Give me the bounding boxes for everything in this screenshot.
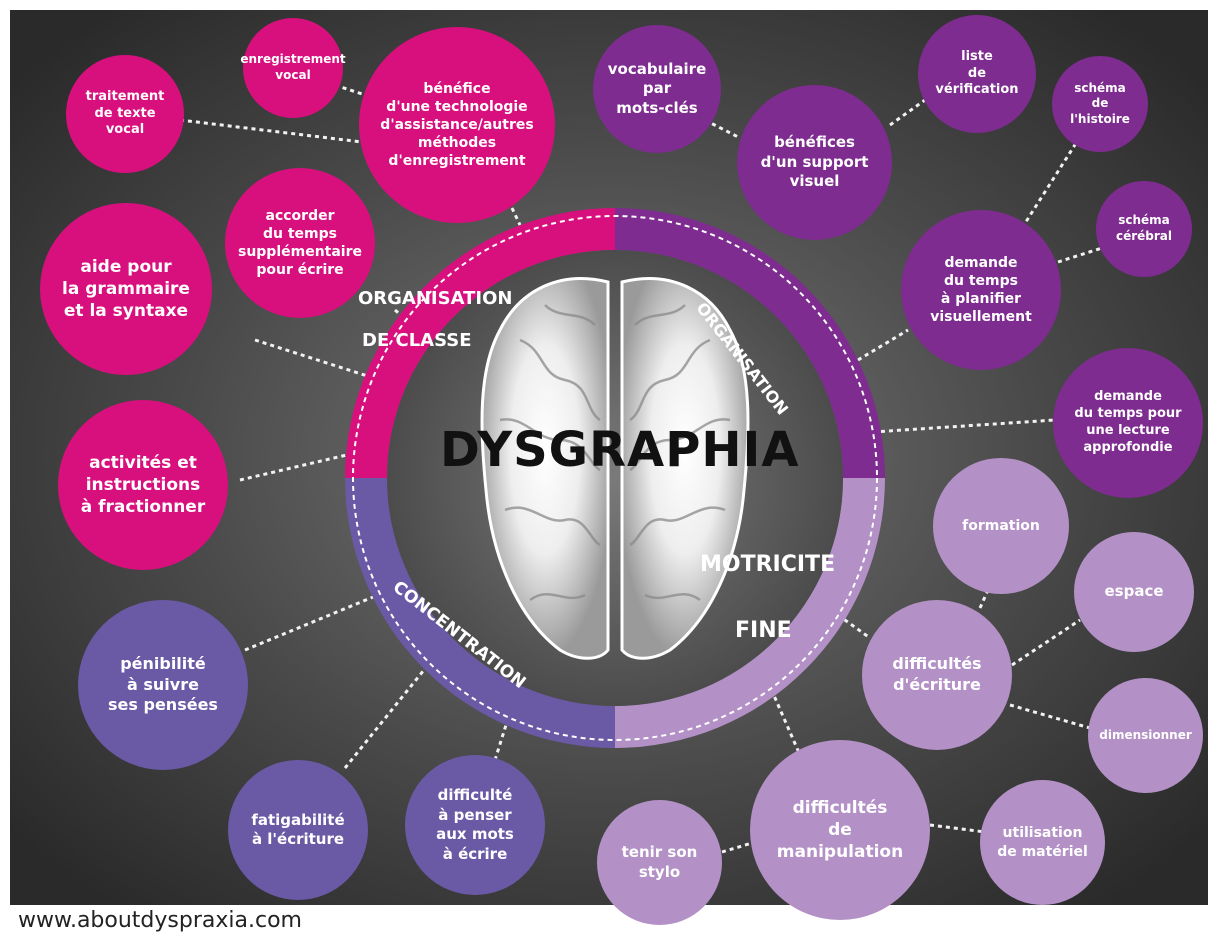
bubble-difficultes-manipulation: difficultés de manipulation — [750, 740, 930, 920]
bubble-utilisation-materiel: utilisation de matériel — [980, 780, 1105, 905]
ring-segment-organisation — [615, 208, 885, 478]
ring-segment-concentration — [345, 478, 615, 748]
bubble-tenir-stylo: tenir son stylo — [597, 800, 722, 925]
connector-lines — [179, 83, 1103, 854]
page-title: DYSGRAPHIA — [440, 422, 800, 478]
bubble-benefices-support-visuel: bénéfices d'un support visuel — [737, 85, 892, 240]
bubble-enregistrement-vocal: enregistrement vocal — [240, 18, 346, 118]
bubble-schema-cerebral: schéma cérébral — [1096, 181, 1192, 277]
bubble-lecture-approfondie: demande du temps pour une lecture approf… — [1053, 348, 1203, 498]
bubble-vocabulaire-mots-cles: vocabulaire par mots-clés — [593, 25, 721, 153]
segment-label-organisation-de-classe: ORGANISATION — [358, 288, 513, 309]
segment-label-fine: FINE — [735, 618, 792, 643]
bubble-difficultes-ecriture: difficultés d'écriture — [862, 600, 1012, 750]
bubble-aide-grammaire: aide pour la grammaire et la syntaxe — [40, 203, 212, 375]
bubble-dimensionner: dimensionner — [1088, 678, 1203, 793]
bubble-schema-histoire: schéma de l'histoire — [1052, 56, 1148, 152]
bubble-penibilite-pensees: pénibilité à suivre ses pensées — [78, 600, 248, 770]
bubble-accorder-temps: accorder du temps supplémentaire pour éc… — [225, 168, 375, 318]
bubble-activites-fractionner: activités et instructions à fractionner — [58, 400, 228, 570]
bubble-formation: formation — [933, 458, 1069, 594]
bubble-fatigabilite-ecriture: fatigabilité à l'écriture — [228, 760, 368, 900]
segment-label-de-classe: DE CLASSE — [362, 330, 472, 351]
bubble-liste-verification: liste de vérification — [918, 15, 1036, 133]
bubble-difficulte-penser-mots: difficulté à penser aux mots à écrire — [405, 755, 545, 895]
footer-source-url: www.aboutdyspraxia.com — [18, 908, 302, 933]
ring-segment-motricite-fine — [615, 478, 885, 748]
brain-icon — [480, 277, 750, 660]
bubble-planifier-visuellement: demande du temps à planifier visuellemen… — [901, 210, 1061, 370]
bubble-traitement-texte-vocal: traitement de texte vocal — [66, 55, 184, 173]
bubble-espace: espace — [1074, 532, 1194, 652]
ring-dashed-outline — [352, 215, 878, 741]
bubble-benefice-technologie: bénéfice d'une technologie d'assistance/… — [359, 27, 555, 223]
segment-label-motricite: MOTRICITE — [700, 552, 836, 577]
ring-segment-organisation-de-classe — [345, 208, 615, 478]
